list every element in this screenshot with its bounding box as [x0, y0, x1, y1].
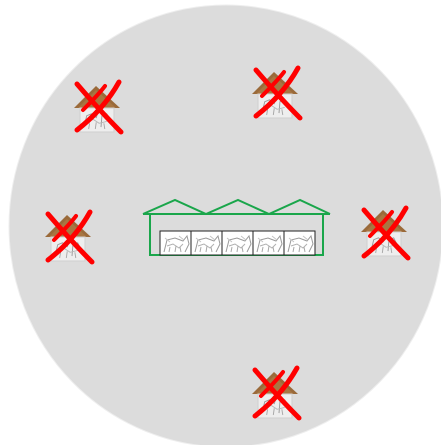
hut-right [361, 208, 408, 258]
hut-top-left [74, 82, 121, 132]
barn-pens [160, 231, 315, 255]
hut-top-right [252, 68, 300, 118]
hut-bottom [252, 368, 299, 418]
hut-left [45, 212, 92, 262]
